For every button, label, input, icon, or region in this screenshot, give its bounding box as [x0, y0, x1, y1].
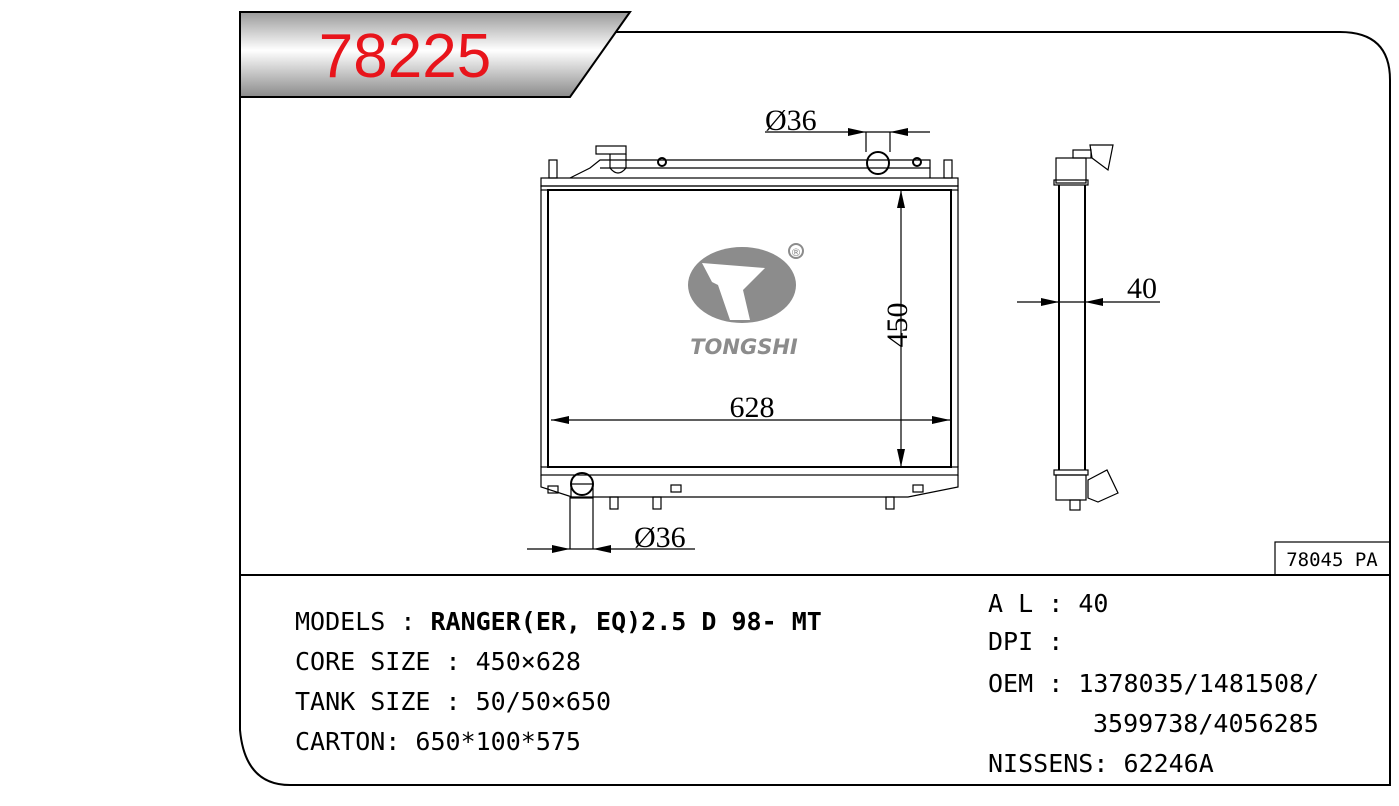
radiator-front-view: [540, 145, 959, 510]
carton-value: 650*100*575: [415, 727, 581, 756]
ref-code: 78045 PA: [1286, 549, 1378, 571]
inlet-diameter-label: Ø36: [765, 104, 817, 137]
core-width-label: 628: [730, 391, 775, 424]
spec-label: DPI :: [988, 627, 1063, 656]
spec-label: OEM :: [988, 669, 1078, 698]
sheet-frame: [239, 31, 1391, 786]
spec-label: TANK SIZE :: [295, 687, 476, 716]
nissens-value: 62246A: [1123, 749, 1213, 778]
part-number-title: 78225: [319, 22, 491, 91]
tongshi-logo: ® TONGSHI: [688, 243, 804, 359]
models-value: RANGER(ER, EQ)2.5 D 98- MT: [430, 607, 821, 636]
svg-text:CORE SIZE : 450×628: CORE SIZE : 450×628: [295, 647, 581, 676]
svg-text:MODELS : RANGER(ER, EQ)2.5 D 9: MODELS : RANGER(ER, EQ)2.5 D 98- MT: [295, 607, 822, 636]
tank-size-value: 50/50×650: [476, 687, 611, 716]
al-value: 40: [1078, 589, 1108, 618]
dimension-lines: [527, 128, 950, 553]
core-size-value: 450×628: [476, 647, 581, 676]
spec-label: NISSENS:: [988, 749, 1123, 778]
svg-text:CARTON: 650*100*575: CARTON: 650*100*575: [295, 727, 581, 756]
svg-text:A L : 40: A L : 40: [988, 589, 1108, 618]
logo-text: TONGSHI: [690, 335, 798, 359]
oem-value-continued: 3599738/4056285: [1093, 709, 1319, 738]
svg-text:OEM : 1378035/1481508/: OEM : 1378035/1481508/: [988, 669, 1319, 698]
specs-left: MODELS : RANGER(ER, EQ)2.5 D 98- MT CORE…: [295, 607, 822, 756]
core-thickness-label: 40: [1127, 272, 1157, 305]
spec-label: CARTON:: [295, 727, 415, 756]
spec-label: CORE SIZE :: [295, 647, 476, 676]
logo-registered-mark: ®: [791, 246, 802, 259]
oem-value: 1378035/1481508/: [1078, 669, 1319, 698]
core-height-label: 450: [881, 303, 914, 348]
specs-right: A L : 40 DPI : OEM : 1378035/1481508/ 35…: [988, 589, 1319, 778]
ref-code-box: [1274, 541, 1391, 576]
svg-text:DPI :: DPI :: [988, 627, 1063, 656]
radiator-side-view: [1017, 144, 1160, 511]
spec-label: A L :: [988, 589, 1078, 618]
svg-text:TANK SIZE : 50/50×650: TANK SIZE : 50/50×650: [295, 687, 611, 716]
spec-label: MODELS :: [295, 607, 430, 636]
outlet-diameter-label: Ø36: [634, 521, 686, 554]
title-tab: [239, 11, 632, 98]
svg-text:NISSENS: 62246A: NISSENS: 62246A: [988, 749, 1214, 778]
